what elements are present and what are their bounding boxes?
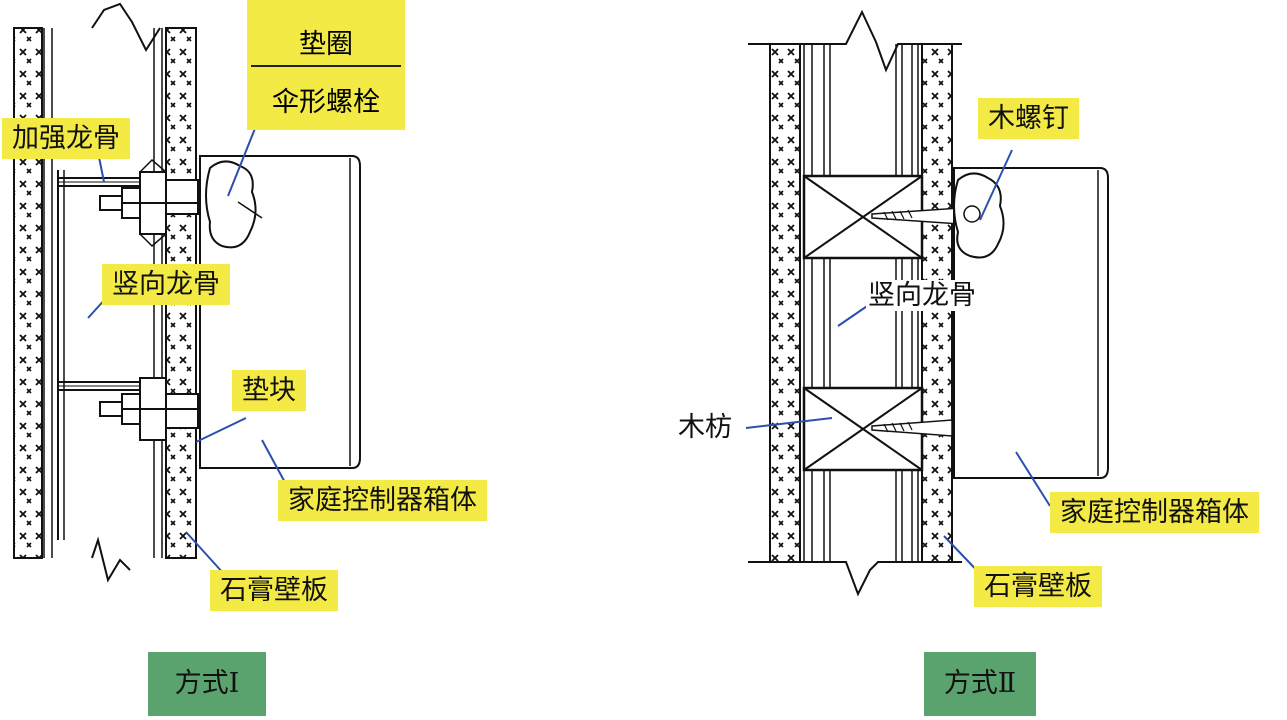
fraction-bar <box>251 65 401 67</box>
method1-upper-umbrella-bolt <box>99 158 214 248</box>
method1-box-label: 家庭控制器箱体 <box>278 480 487 521</box>
umbrella-bolt-label: 伞形螺栓 <box>272 87 380 118</box>
method2-left-gypsum-board <box>769 43 813 563</box>
method2-wood-screws <box>871 207 961 437</box>
method1-caption: 方式Ⅰ <box>148 652 266 716</box>
method1-bottom-break-line <box>91 536 131 583</box>
method2-box-label: 家庭控制器箱体 <box>1050 492 1259 533</box>
method1-vertical-keel-label: 竖向龙骨 <box>102 264 230 305</box>
method1-washer <box>205 160 257 249</box>
method2-bottom-break-line <box>748 561 962 597</box>
method2-caption: 方式Ⅱ <box>924 652 1036 716</box>
method1-left-gypsum-board <box>13 27 53 559</box>
method1-gypsum-label: 石膏壁板 <box>210 570 338 611</box>
washer-label: 垫圈 <box>299 29 353 60</box>
method2-vertical-keel-label: 竖向龙骨 <box>866 280 978 311</box>
method1-lower-bolt <box>99 377 199 441</box>
method1-drawing <box>13 2 361 583</box>
method2-timber-label: 木枋 <box>676 412 734 443</box>
method1-spacer-label: 垫块 <box>232 370 306 411</box>
method2-top-break-line <box>748 9 962 73</box>
method1-reinforcing-keel-label: 加强龙骨 <box>2 118 130 159</box>
method2-wood-screw-label: 木螺钉 <box>978 98 1079 139</box>
method2-gypsum-label: 石膏壁板 <box>974 566 1102 607</box>
method1-washer-bolt-label: 垫圈 伞形螺栓 <box>247 0 405 130</box>
method1-top-break-line <box>91 2 161 53</box>
method1-vertical-keel <box>57 170 65 540</box>
